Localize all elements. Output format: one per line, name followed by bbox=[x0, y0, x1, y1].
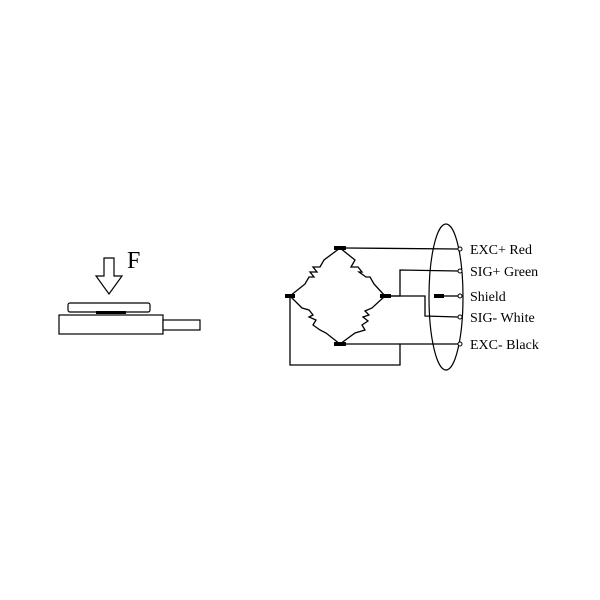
node-right bbox=[380, 294, 391, 298]
wire-sig-pos bbox=[391, 269, 459, 297]
label-exc-neg: EXC- Black bbox=[470, 338, 539, 353]
resistor-bottom-right bbox=[339, 295, 386, 345]
wire-exc-pos bbox=[345, 247, 459, 250]
force-label: F bbox=[127, 248, 140, 274]
wire-sig-neg bbox=[391, 295, 459, 318]
node-top bbox=[334, 246, 346, 250]
contact-strip bbox=[96, 311, 126, 314]
shield-marker bbox=[434, 294, 444, 298]
load-cell-body bbox=[58, 314, 164, 335]
cable bbox=[162, 319, 201, 331]
cable-bundle bbox=[428, 223, 464, 371]
wheatstone-bridge: EXC+ Red SIG+ Green Shield SIG- White EX… bbox=[285, 223, 539, 371]
terminal-exc-pos bbox=[457, 246, 463, 252]
resistor-top-right bbox=[339, 247, 386, 297]
wire-exc-neg bbox=[289, 296, 458, 366]
label-sig-neg: SIG- White bbox=[470, 311, 535, 326]
node-bottom bbox=[334, 342, 346, 346]
resistor-bottom-left bbox=[289, 295, 341, 345]
terminal-exc-neg bbox=[457, 341, 463, 347]
label-sig-pos: SIG+ Green bbox=[470, 265, 538, 280]
label-shield: Shield bbox=[470, 290, 506, 305]
load-cell-drawing: F bbox=[58, 248, 201, 335]
terminal-sig-neg bbox=[457, 314, 463, 320]
terminal-sig-pos bbox=[457, 268, 463, 274]
resistor-top-left bbox=[289, 247, 341, 297]
label-exc-pos: EXC+ Red bbox=[470, 243, 532, 258]
terminal-shield bbox=[457, 293, 463, 299]
load-button bbox=[67, 302, 151, 313]
force-arrow bbox=[94, 257, 124, 296]
